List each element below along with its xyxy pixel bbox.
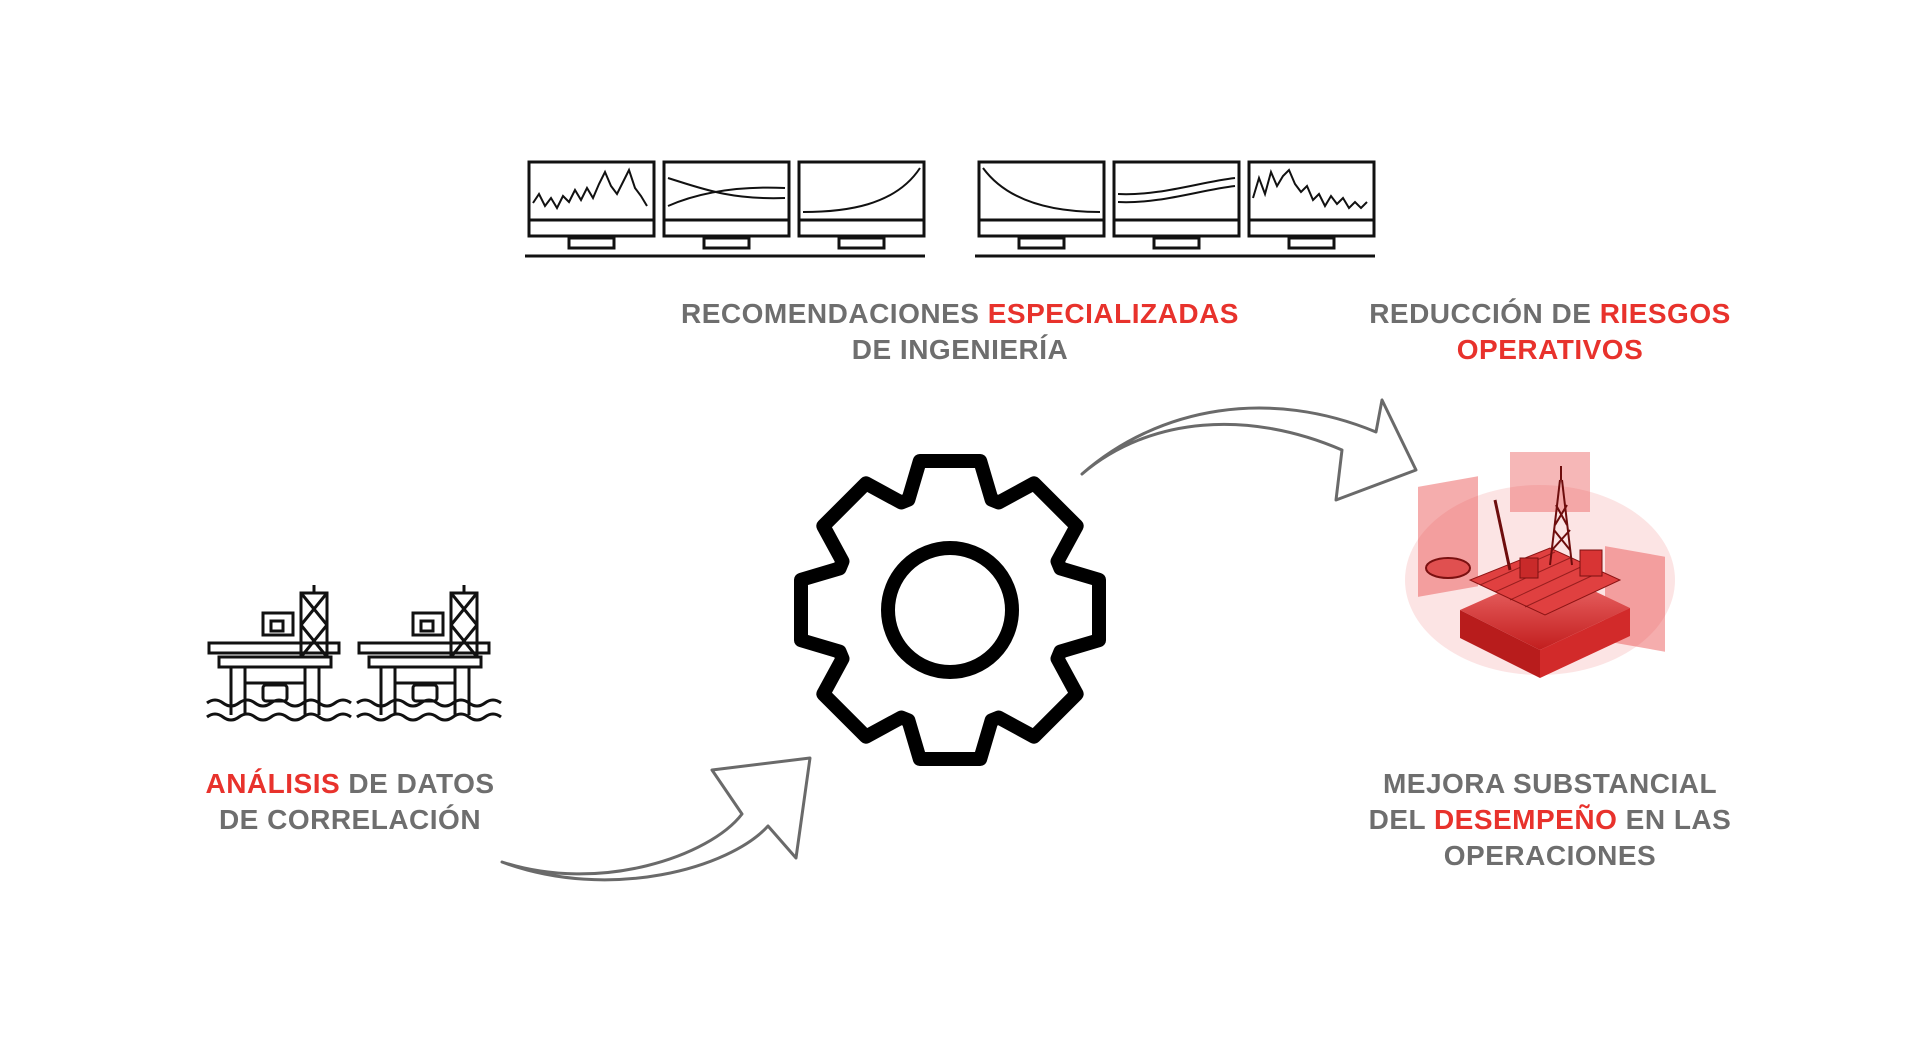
- curved-arrow-icon: [1080, 398, 1418, 502]
- caption-text: MEJORA SUBSTANCIAL: [1382, 768, 1718, 799]
- caption-text: EN LAS: [1617, 804, 1732, 835]
- monitor-icon: [1247, 160, 1376, 250]
- caption-riesgos: REDUCCIÓN DE RIESGOS OPERATIVOS: [1350, 296, 1750, 368]
- caption-text: DEL: [1368, 804, 1434, 835]
- caption-text: DE INGENIERÍA: [851, 334, 1069, 365]
- monitor-icon: [977, 160, 1106, 250]
- oil-rig-icon: [356, 585, 502, 722]
- monitor-group-left: [525, 160, 926, 258]
- monitor-icon: [662, 160, 791, 250]
- caption-text: DE DATOS: [340, 768, 495, 799]
- oil-rig-icon: [206, 585, 352, 722]
- offshore-platform-icon: [1405, 452, 1675, 678]
- caption-highlight: ESPECIALIZADAS: [987, 298, 1239, 329]
- gear-icon: [794, 454, 1106, 766]
- caption-highlight: RIESGOS: [1599, 298, 1731, 329]
- caption-highlight: ANÁLISIS: [205, 768, 341, 799]
- curved-arrow-icon: [500, 756, 812, 882]
- caption-text: RECOMENDACIONES: [681, 298, 988, 329]
- caption-mejora: MEJORA SUBSTANCIAL DEL DESEMPEÑO EN LAS …: [1340, 766, 1760, 874]
- monitor-icon: [1112, 160, 1241, 250]
- monitor-icon: [797, 160, 926, 250]
- monitor-icon: [527, 160, 656, 250]
- caption-text: DE CORRELACIÓN: [218, 804, 482, 835]
- monitor-group-right: [975, 160, 1376, 258]
- caption-recomendaciones: RECOMENDACIONES ESPECIALIZADAS DE INGENI…: [660, 296, 1260, 368]
- caption-highlight: DESEMPEÑO: [1433, 804, 1618, 835]
- caption-text: OPERACIONES: [1443, 840, 1657, 871]
- caption-text: REDUCCIÓN DE: [1369, 298, 1600, 329]
- caption-analisis: ANÁLISIS DE DATOS DE CORRELACIÓN: [150, 766, 550, 838]
- caption-highlight: OPERATIVOS: [1456, 334, 1644, 365]
